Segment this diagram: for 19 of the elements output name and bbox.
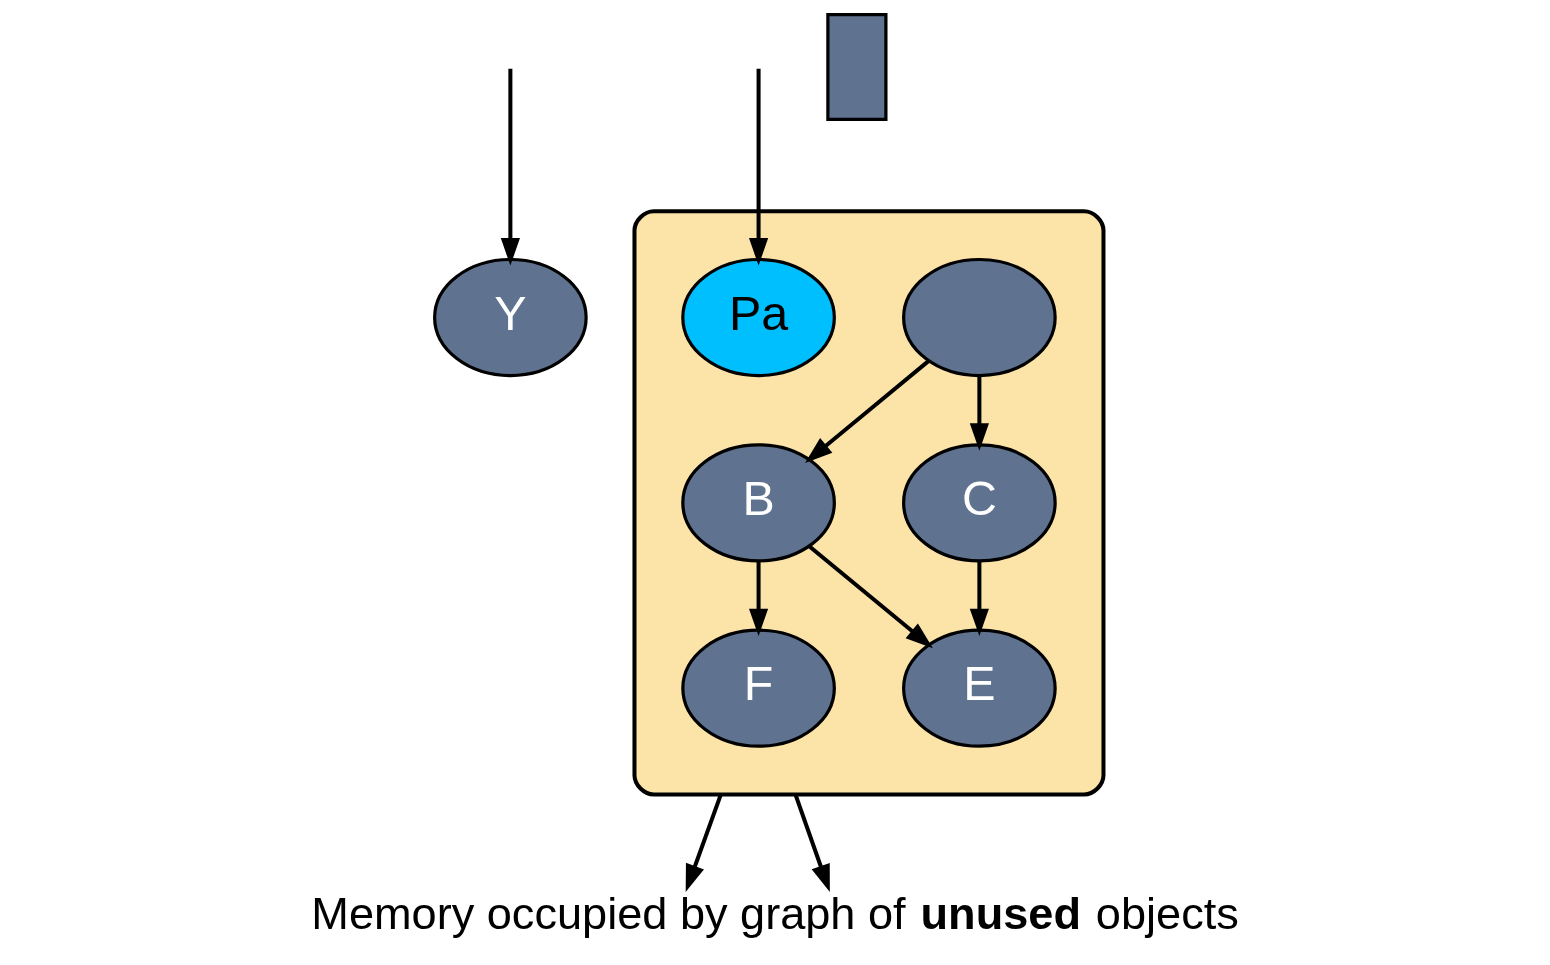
node-ellipse: C bbox=[901, 443, 1057, 563]
node-ellipse: F bbox=[680, 628, 836, 748]
arrow bbox=[748, 68, 768, 266]
arrow bbox=[804, 359, 930, 463]
cluster bbox=[631, 209, 1105, 797]
arrow bbox=[969, 561, 989, 637]
node-ellipse: Y bbox=[432, 257, 588, 378]
arrow bbox=[685, 793, 723, 892]
node-ellipse: Pa bbox=[680, 257, 836, 378]
node-ellipse: B bbox=[680, 443, 836, 563]
arrow bbox=[793, 793, 830, 892]
node-bar bbox=[825, 12, 887, 121]
node-circle bbox=[901, 257, 1057, 378]
arrow bbox=[807, 544, 933, 649]
arrow bbox=[969, 375, 989, 451]
caption: Memory occupied by graph of unused objects bbox=[310, 887, 1239, 939]
node-ellipse: E bbox=[901, 628, 1057, 748]
arrow bbox=[748, 561, 768, 637]
arrow bbox=[500, 68, 520, 266]
